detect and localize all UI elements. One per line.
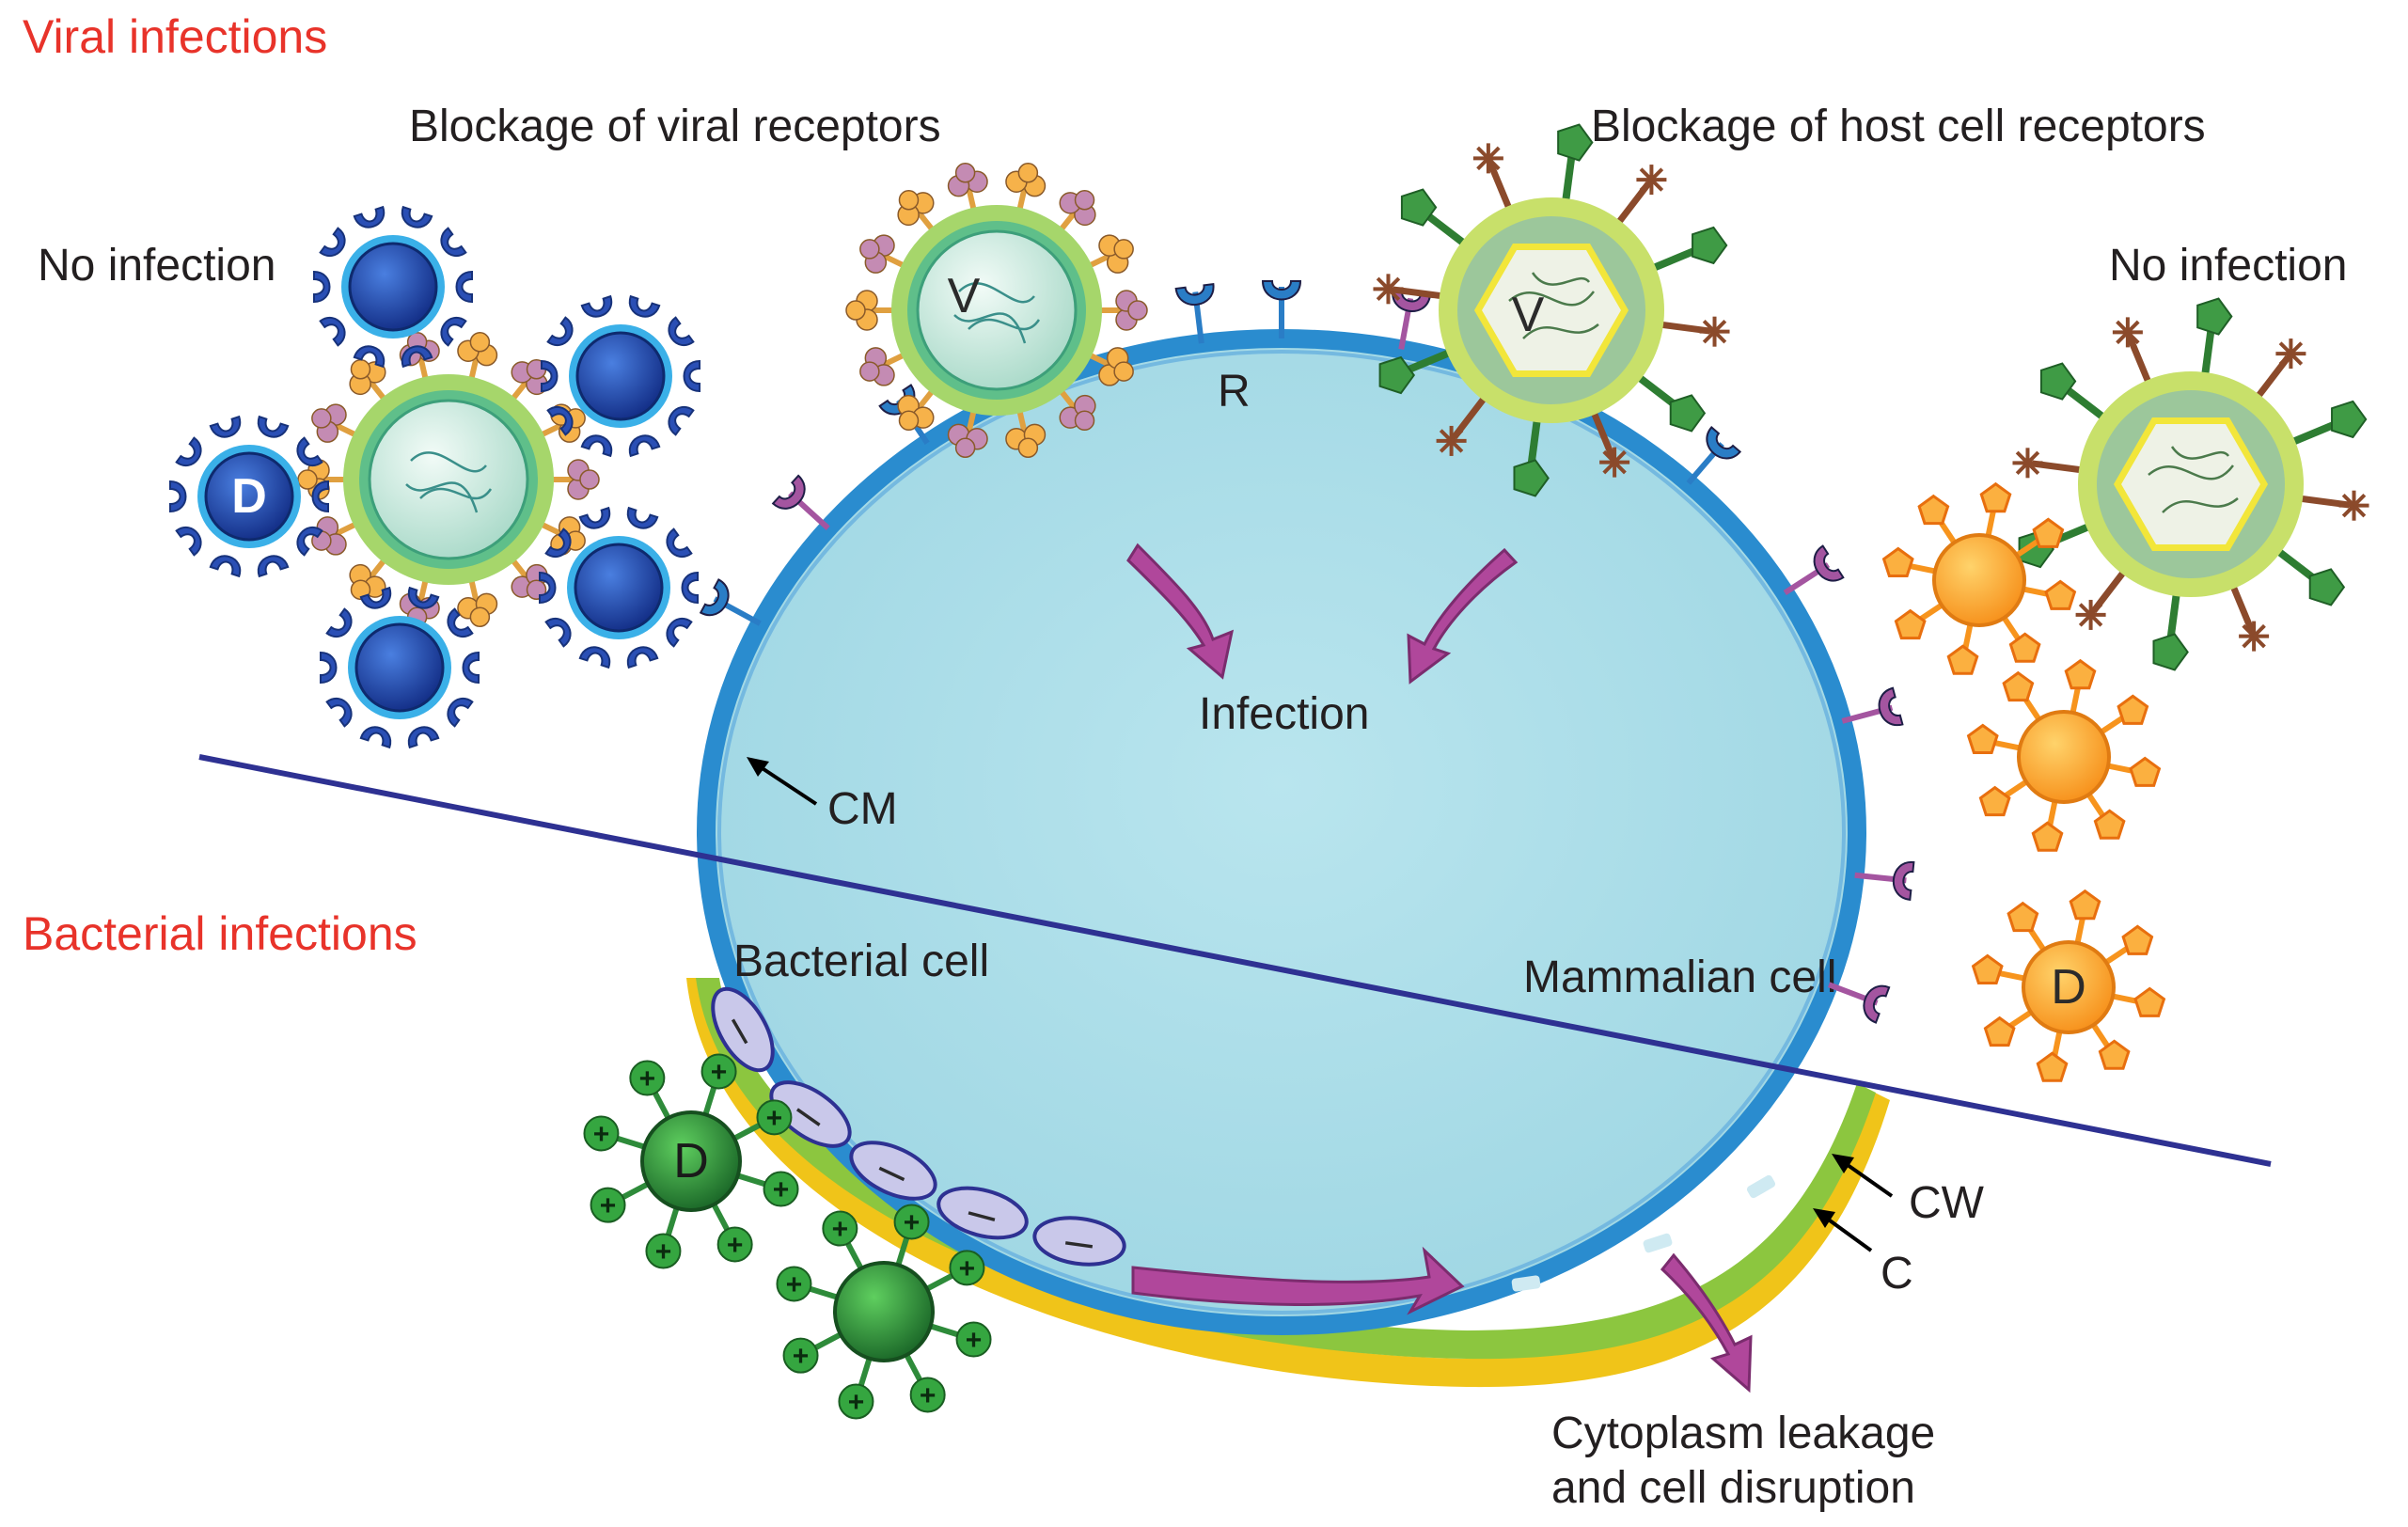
svg-text:D: D [673, 1134, 709, 1189]
virus-infecting-right: V [1373, 123, 1730, 497]
svg-text:+: + [600, 1190, 617, 1221]
svg-text:+: + [766, 1103, 783, 1134]
cell-membrane-pointer: CM [747, 757, 898, 834]
negative-charge-row: – – – – – [711, 986, 1126, 1270]
svg-text:+: + [920, 1380, 936, 1411]
drug-particle-icon [313, 205, 473, 369]
svg-text:+: + [793, 1341, 810, 1372]
host-receptor-blockage-heading: Blockage of host cell receptors [1591, 102, 2206, 151]
left-no-infection-label: No infection [38, 241, 275, 291]
drug-particle-icon [541, 294, 700, 458]
svg-text:V: V [948, 269, 981, 323]
svg-text:D: D [2051, 960, 2086, 1015]
svg-text:+: + [773, 1174, 790, 1205]
drug-particle-icon: D [1971, 889, 2166, 1082]
leakage-label-line1: Cytoplasm leakage [1551, 1409, 1935, 1458]
infection-label: Infection [1199, 689, 1369, 739]
bacterial-infections-title: Bacterial infections [23, 907, 417, 960]
drug-particle-icon: + + + + + + + + D [583, 1053, 799, 1269]
leakage-arrow [1660, 1252, 1753, 1393]
viral-bacterial-divider [198, 754, 2272, 1167]
virus-infecting-left: V [845, 163, 1148, 458]
cell-wall-pointer: CW [1832, 1154, 1985, 1228]
virus-right-blocked [2012, 297, 2369, 671]
capsule-layer [686, 978, 1890, 1388]
capsule-label: C [1881, 1249, 1913, 1299]
svg-text:V: V [1512, 288, 1545, 342]
viral-receptor-blockage-heading: Blockage of viral receptors [409, 102, 941, 151]
infection-arrow-left [1126, 543, 1235, 680]
receptor-label: R [1218, 367, 1251, 417]
drug-particle-icon [1966, 658, 2162, 852]
svg-text:+: + [655, 1236, 672, 1267]
drug-particle-icon [320, 586, 480, 749]
cell-wall-label: CW [1909, 1178, 1985, 1228]
leakage-label-line2: and cell disruption [1551, 1463, 1915, 1513]
membrane-pores [1511, 1174, 1776, 1292]
green-cationic-drugs: + + + + + + + + D + + + + + + + + [583, 1053, 992, 1420]
cell-membrane-label: CM [827, 784, 898, 834]
cell-membrane-inner [717, 350, 1846, 1314]
bacterial-cell-label: Bacterial cell [733, 937, 989, 986]
svg-text:+: + [959, 1253, 976, 1284]
svg-text:+: + [727, 1230, 744, 1261]
svg-text:+: + [966, 1325, 983, 1356]
drug-particle-icon [1881, 481, 2077, 675]
svg-text:D: D [231, 469, 267, 524]
viral-infections-title: Viral infections [23, 10, 327, 63]
mammalian-cell-label: Mammalian cell [1523, 952, 1836, 1002]
membrane-disruption-arrow [1131, 1246, 1465, 1315]
svg-text:+: + [593, 1119, 610, 1150]
svg-text:+: + [639, 1063, 656, 1094]
host-cell [686, 329, 1890, 1388]
svg-text:+: + [832, 1214, 849, 1245]
drug-particle-icon [539, 506, 699, 669]
drug-particle-icon: + + + + + + + + [776, 1204, 992, 1420]
orange-drug-particles: D [1881, 481, 2166, 1082]
right-no-infection-label: No infection [2109, 241, 2347, 291]
svg-text:+: + [711, 1057, 728, 1088]
capsule-pointer: C [1813, 1208, 1913, 1299]
drug-particle-icon: D [169, 415, 329, 578]
infection-arrow-right [1407, 547, 1519, 685]
svg-text:+: + [786, 1269, 803, 1300]
svg-text:+: + [848, 1387, 865, 1418]
svg-text:+: + [904, 1207, 921, 1238]
blue-drug-particles: D [169, 205, 700, 749]
